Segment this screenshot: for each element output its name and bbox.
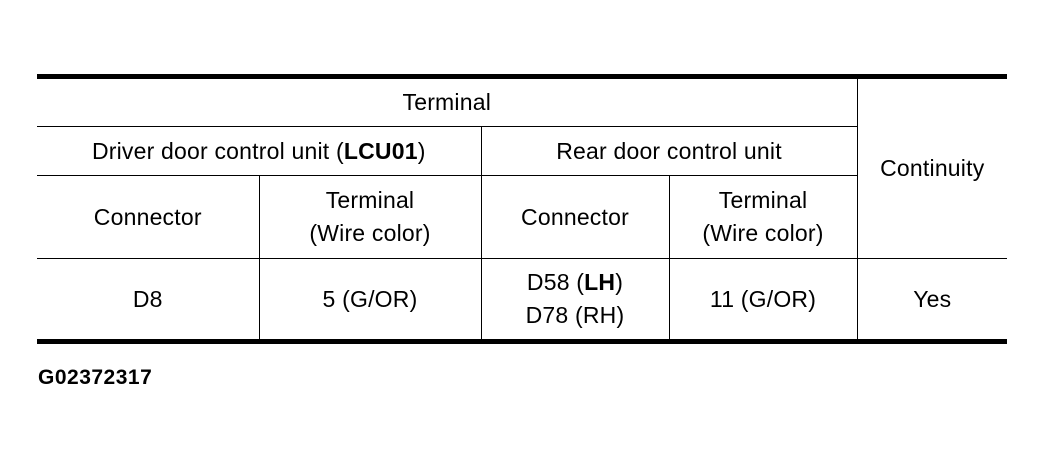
rear-connector-lh-side: LH — [584, 269, 616, 295]
continuity-table: Terminal Continuity Driver door control … — [37, 74, 1008, 344]
rear-terminal-header: Terminal (Wire color) — [668, 175, 858, 259]
figure-id: G02372317 — [38, 366, 153, 389]
header-row-columns: Connector Terminal (Wire color) Connecto… — [37, 175, 1007, 259]
continuity-header: Continuity — [856, 74, 1008, 259]
rear-terminal-cell: 11 (G/OR) — [668, 258, 858, 344]
driver-terminal-header-line1: Terminal — [325, 187, 415, 213]
terminal-group-header: Terminal — [37, 74, 858, 127]
rear-connector-lh-suffix: ) — [615, 269, 624, 295]
driver-unit-code: LCU01 — [343, 137, 418, 164]
rear-terminal-header-line1: Terminal — [718, 187, 808, 213]
rear-connector-cell: D58 (LH) D78 (RH) — [480, 258, 670, 344]
driver-terminal-cell: 5 (G/OR) — [258, 258, 482, 344]
driver-unit-suffix: ) — [417, 137, 426, 164]
rear-connector-lh-prefix: D58 ( — [526, 269, 585, 295]
driver-terminal-header-line2: (Wire color) — [309, 220, 431, 246]
table-row: D8 5 (G/OR) D58 (LH) D78 (RH) 11 (G/OR) … — [37, 258, 1008, 344]
continuity-cell: Yes — [856, 258, 1008, 344]
driver-connector-cell: D8 — [37, 258, 260, 344]
driver-connector-header: Connector — [37, 175, 260, 259]
header-row-terminal: Terminal Continuity — [37, 74, 1008, 259]
continuity-table-container: Terminal Continuity Driver door control … — [37, 74, 1008, 344]
rear-connector-rh: D78 (RH) — [525, 302, 625, 328]
rear-connector-header: Connector — [480, 175, 670, 259]
driver-unit-prefix: Driver door control unit ( — [91, 137, 344, 164]
rear-terminal-header-line2: (Wire color) — [702, 220, 824, 246]
rear-connector-lh: D58 (LH) — [482, 266, 669, 299]
driver-terminal-header: Terminal (Wire color) — [258, 175, 482, 259]
driver-unit-header: Driver door control unit (LCU01) — [37, 126, 482, 176]
rear-unit-header: Rear door control unit — [480, 126, 858, 176]
